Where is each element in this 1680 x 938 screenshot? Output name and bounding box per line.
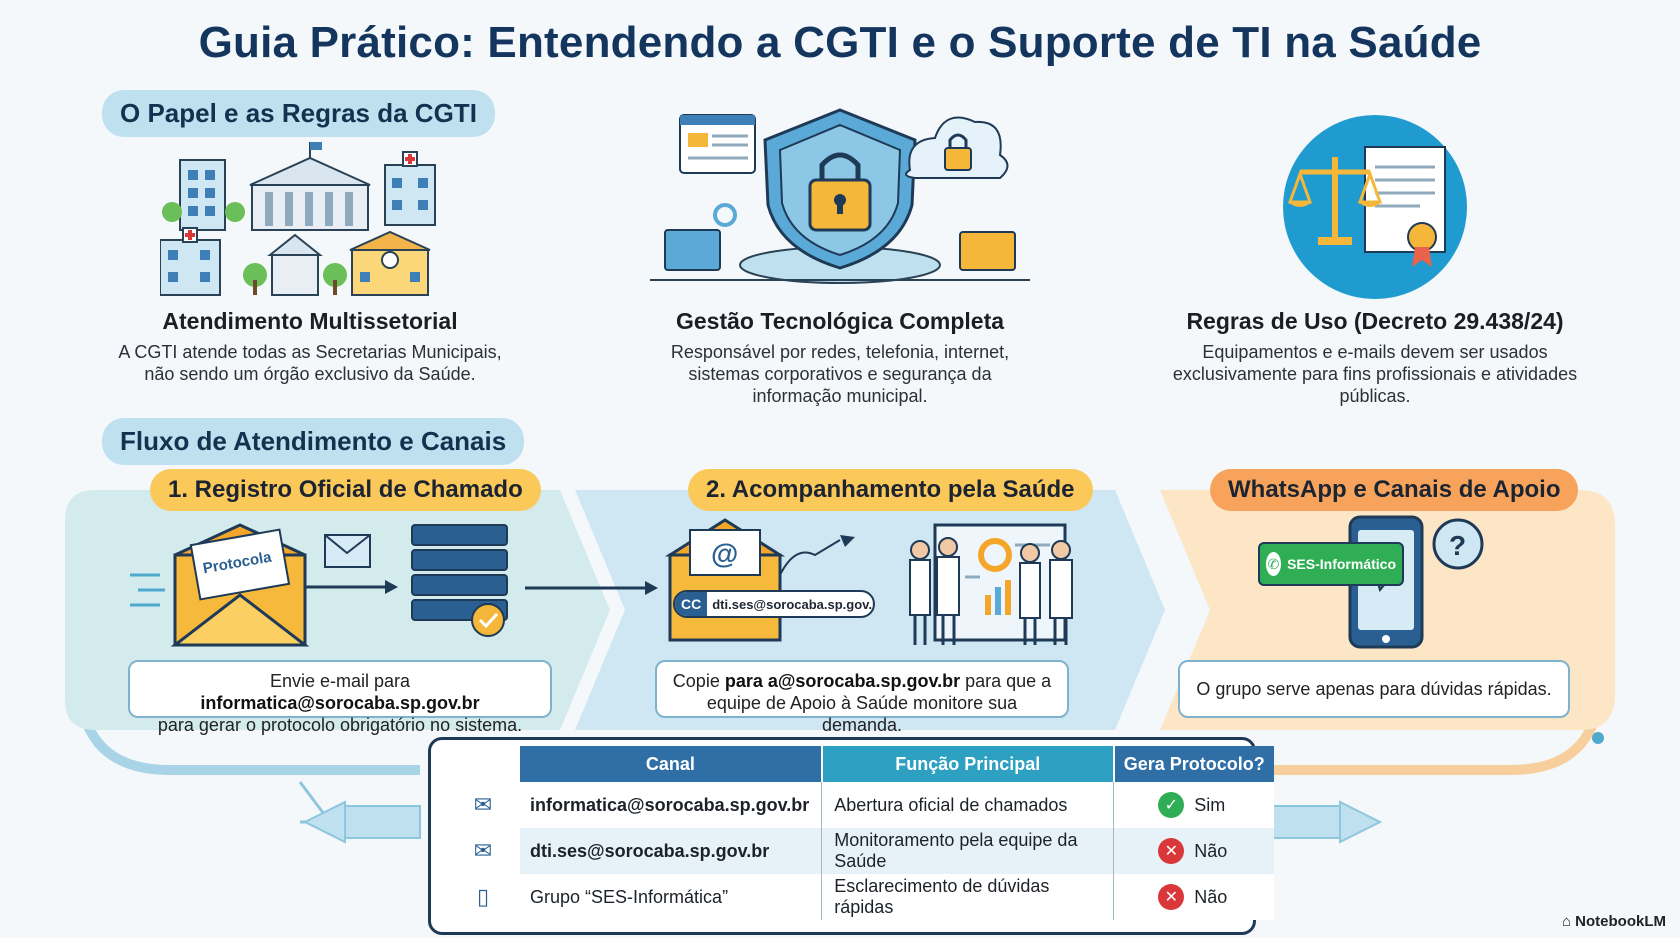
email-to-server-illustration: Protocola (130, 523, 508, 647)
feature-gestao: Gestão Tecnológica Completa Responsável … (590, 308, 1090, 407)
canal-cell: informatica@sorocaba.sp.gov.br (520, 782, 823, 828)
channels-table: ✉ ✉ ▯ Canal Função Principal Gera Protoc… (446, 746, 1274, 920)
funcao-cell: Esclarecimento de dúvidas rápidas (821, 874, 1115, 920)
cc-email: dti.ses@sorocaba.sp.gov.br (712, 596, 875, 612)
flow-arrow (525, 581, 658, 595)
footer-brand-text: NotebookLM (1575, 913, 1666, 930)
table-row: informatica@sorocaba.sp.gov.br Abertura … (520, 782, 1274, 828)
notebook-icon: ⌂ (1561, 913, 1576, 930)
whatsapp-group-name: SES-Informático (1287, 556, 1396, 572)
table-row: dti.ses@sorocaba.sp.gov.br Monitoramento… (520, 828, 1274, 874)
mailbox-icon: ✉ (473, 838, 493, 863)
feature-desc-line: não sendo um órgão exclusivo da Saúde. (144, 364, 476, 384)
law-scales-illustration (1283, 115, 1467, 299)
step-1-callout: Envie e-mail para informatica@sorocaba.s… (128, 660, 552, 735)
cc-email-tag: CC dti.ses@sorocaba.sp.gov.br (673, 590, 875, 618)
column-header: Canal (520, 746, 823, 782)
cross-icon: ✕ (1158, 838, 1185, 864)
security-shield-illustration (650, 108, 1030, 284)
section-heading-role: O Papel e as Regras da CGTI (102, 90, 495, 137)
callout-text: Envie e-mail para (269, 671, 411, 691)
step-1-label: 1. Registro Oficial de Chamado (150, 469, 541, 511)
whatsapp-group-bubble: ✆ SES-Informático (1258, 542, 1404, 586)
phone-chat-icon: ▯ (476, 884, 490, 909)
feature-desc-line: públicas. (1339, 386, 1411, 406)
callout-text: para gerar o protocolo obrigatório no si… (157, 715, 523, 735)
feature-desc-line: exclusivamente para fins profissionais e… (1172, 364, 1578, 384)
step-2-callout: Copie para a@sorocaba.sp.gov.br para que… (655, 660, 1069, 735)
check-icon: ✓ (1158, 792, 1185, 818)
protocolo-value: Não (1194, 840, 1228, 861)
table-row: Grupo “SES-Informática” Esclarecimento d… (520, 874, 1274, 920)
canal-cell: dti.ses@sorocaba.sp.gov.br (520, 828, 823, 874)
feature-title: Atendimento Multissetorial (162, 308, 458, 334)
protocolo-value: Sim (1194, 794, 1226, 815)
feature-desc-line: Responsável por redes, telefonia, intern… (670, 342, 1010, 362)
column-header: Gera Protocolo? (1113, 746, 1274, 782)
icon-column: ✉ ✉ ▯ (446, 746, 520, 920)
whatsapp-icon: ✆ (1266, 552, 1282, 576)
section-heading-flow: Fluxo de Atendimento e Canais (102, 418, 525, 465)
cross-icon: ✕ (1158, 884, 1185, 910)
funcao-cell: Abertura oficial de chamados (821, 782, 1115, 828)
feature-regras: Regras de Uso (Decreto 29.438/24) Equipa… (1110, 308, 1640, 407)
feature-multisetorial: Atendimento Multissetorial A CGTI atende… (60, 308, 560, 385)
footer-brand: ⌂ NotebookLM (1562, 913, 1666, 930)
canal-cell: Grupo “SES-Informática” (520, 874, 823, 920)
buildings-illustration (160, 142, 436, 296)
step-3-label: WhatsApp e Canais de Apoio (1210, 469, 1579, 511)
feature-title: Gestão Tecnológica Completa (675, 308, 1005, 334)
callout-email: para a@sorocaba.sp.gov.br (724, 671, 961, 691)
svg-text:@: @ (711, 538, 738, 569)
column-header: Função Principal (821, 746, 1115, 782)
feature-desc-line: Equipamentos e e-mails devem ser usados (1202, 342, 1548, 362)
callout-text: para que a (960, 671, 1052, 691)
protocolo-cell: ✕ Não (1113, 874, 1274, 920)
cc-label: CC (675, 592, 708, 616)
feature-title: Regras de Uso (Decreto 29.438/24) (1186, 308, 1564, 334)
mailbox-icon: ✉ (473, 792, 493, 817)
protocolo-cell: ✕ Não (1113, 828, 1274, 874)
svg-text:?: ? (1449, 530, 1466, 561)
funcao-cell: Monitoramento pela equipe da Saúde (821, 828, 1115, 874)
channels-table-grid: Canal Função Principal Gera Protocolo? i… (520, 746, 1274, 920)
protocolo-cell: ✓ Sim (1113, 782, 1274, 828)
step-2-label: 2. Acompanhamento pela Saúde (688, 469, 1093, 511)
feature-desc-line: sistemas corporativos e segurança da (688, 364, 992, 384)
monitoring-team-illustration: @ (665, 518, 1073, 645)
callout-text: Copie (672, 671, 725, 691)
protocolo-value: Não (1194, 886, 1228, 907)
step-3-callout: O grupo serve apenas para dúvidas rápida… (1178, 660, 1570, 718)
page-title: Guia Prático: Entendendo a CGTI e o Supo… (198, 18, 1482, 67)
callout-text: equipe de Apoio à Saúde monitore sua dem… (706, 693, 1018, 735)
feature-desc-line: A CGTI atende todas as Secretarias Munic… (118, 342, 502, 362)
callout-email: informatica@sorocaba.sp.gov.br (200, 693, 480, 713)
feature-desc-line: informação municipal. (752, 386, 928, 406)
